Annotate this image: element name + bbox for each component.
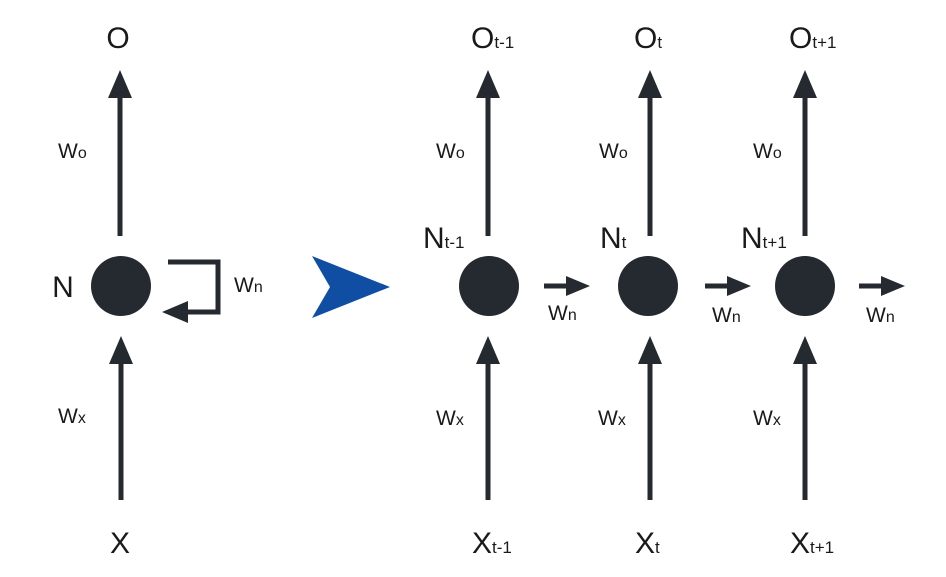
node-label-t: Nt (600, 222, 627, 255)
node-label-t-minus-1: Nt-1 (423, 222, 465, 255)
folded-output-arrow (108, 70, 132, 236)
input-label-t-plus-1: Xt+1 (790, 527, 834, 560)
recurrent-weight-label-t: Wn (712, 304, 741, 327)
timestep-t: Ot Wo Nt Wn Wx Xt (598, 22, 751, 560)
output-weight-label-t-plus-1: Wo (753, 140, 782, 163)
recurrent-arrow-t-plus-1 (859, 276, 905, 296)
output-arrow-t-minus-1 (476, 70, 500, 236)
folded-network: O Wo N Wn Wx (52, 22, 263, 560)
output-label-t: Ot (634, 22, 662, 55)
node-t-minus-1 (459, 256, 519, 316)
output-arrow-t (638, 70, 662, 236)
input-arrow-t-plus-1 (793, 336, 817, 500)
recurrent-weight-label-t-minus-1: Wn (548, 302, 577, 325)
folded-output-label: O (106, 22, 129, 55)
node-t-plus-1 (775, 256, 835, 316)
folded-input-weight-label: Wx (58, 405, 86, 428)
output-weight-label-t-minus-1: Wo (436, 140, 465, 163)
node-label-t-plus-1: Nt+1 (741, 222, 787, 255)
folded-output-weight-label: Wo (58, 140, 87, 163)
recurrent-arrow-t (705, 276, 751, 296)
folded-input-arrow (109, 336, 133, 500)
input-arrow-t (638, 336, 662, 500)
node-t (618, 256, 678, 316)
recurrent-weight-label-t-plus-1: Wn (866, 304, 895, 327)
folded-input-label: X (110, 527, 130, 560)
folded-recurrent-arrow (162, 259, 221, 323)
folded-node-label: N (52, 271, 74, 304)
output-label-t-plus-1: Ot+1 (789, 22, 836, 55)
input-weight-label-t-plus-1: Wx (753, 407, 781, 430)
input-label-t-minus-1: Xt-1 (472, 527, 512, 560)
input-weight-label-t: Wx (598, 407, 626, 430)
folded-node (91, 256, 151, 316)
input-label-t: Xt (635, 527, 660, 560)
input-arrow-t-minus-1 (476, 336, 500, 500)
output-weight-label-t: Wo (599, 140, 628, 163)
unfold-arrow-icon (312, 256, 390, 318)
folded-recurrent-weight-label: Wn (234, 274, 263, 297)
input-weight-label-t-minus-1: Wx (436, 407, 464, 430)
output-label-t-minus-1: Ot-1 (471, 22, 514, 55)
recurrent-arrow-t-minus-1 (544, 276, 590, 296)
output-arrow-t-plus-1 (793, 70, 817, 236)
timestep-t-plus-1: Ot+1 Wo Nt+1 Wn Wx Xt+1 (741, 22, 905, 560)
timestep-t-minus-1: Ot-1 Wo Nt-1 Wn Wx Xt-1 (423, 22, 590, 560)
